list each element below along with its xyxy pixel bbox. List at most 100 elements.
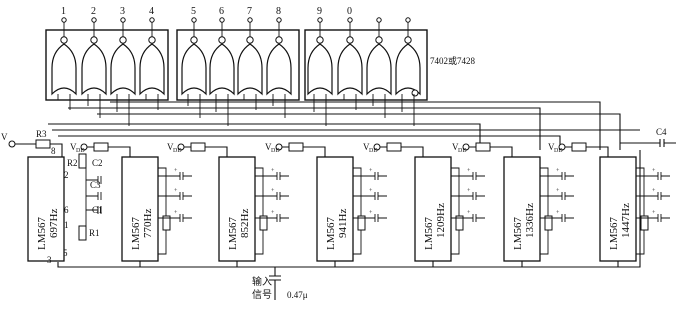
key-label: 4 (149, 6, 154, 17)
polarity-mark: + (652, 210, 656, 216)
input-coupling-cap (269, 267, 281, 300)
chip-name: LM567 (423, 217, 435, 251)
vdd-label: V (363, 142, 370, 152)
bus-4 (97, 113, 621, 150)
output-bubble (246, 36, 254, 44)
pin8-label: 8 (51, 146, 56, 156)
resistor (162, 215, 171, 231)
r1-label: R1 (89, 228, 100, 238)
lm567-body (503, 156, 541, 262)
nor-gate (266, 17, 292, 96)
nor-gate (337, 17, 363, 96)
resistor (190, 142, 206, 152)
key-label: 8 (276, 6, 281, 17)
polarity-mark: + (174, 210, 178, 216)
vdd-terminal-main (8, 140, 16, 148)
nor-gate (51, 17, 77, 96)
vdd-subscript: DD (554, 148, 563, 154)
polarity-mark: + (174, 168, 178, 174)
vdd-label: V (167, 142, 174, 152)
chip-name: LM567 (325, 217, 337, 251)
gate-package-3 (304, 29, 428, 101)
chip-name: LM567 (130, 217, 142, 251)
polarity-mark: + (174, 188, 178, 194)
output-bubble (346, 36, 354, 44)
polarity-mark: + (271, 188, 275, 194)
lm567-body (414, 156, 452, 262)
lm567-body (599, 156, 637, 262)
chip-frequency: 941Hz (337, 209, 349, 238)
chip-frequency: 697Hz (48, 209, 60, 238)
polarity-mark: + (369, 168, 373, 174)
resistor (544, 215, 553, 231)
nor-gate-row (51, 17, 421, 97)
gate-output-drops (57, 94, 415, 126)
key-terminal (219, 17, 225, 23)
resistor (259, 215, 268, 231)
bus-upper (48, 123, 481, 150)
output-bubble (148, 36, 156, 44)
lm567-body (27, 156, 65, 262)
vdd-subscript: DD (76, 148, 85, 154)
output-bubble (275, 36, 283, 44)
pin6-label: 6 (64, 205, 69, 215)
nor-gate (366, 17, 392, 96)
polarity-mark: + (652, 188, 656, 194)
nor-gate (209, 17, 235, 96)
chip-frequency: 1336Hz (524, 203, 536, 238)
key-label: 3 (120, 6, 125, 17)
c4-label: C4 (656, 127, 667, 137)
key-label: 5 (191, 6, 196, 17)
polarity-mark: + (369, 210, 373, 216)
chip-frequency: 1209Hz (435, 203, 447, 238)
key-terminal (317, 17, 323, 23)
output-bubble (60, 36, 68, 44)
nor-gate (395, 17, 421, 96)
vdd-label: V (452, 142, 459, 152)
resistor (93, 142, 109, 152)
pin5-label: 5 (63, 248, 68, 258)
gate-part-label: 7402或7428 (430, 55, 476, 66)
bus-5 (68, 107, 541, 150)
resistor-r2 (78, 153, 87, 169)
nor-gate (181, 17, 207, 96)
vdd-main-label: V (1, 132, 8, 142)
resistor-r1 (78, 225, 87, 241)
vdd-subscript: DD (458, 148, 467, 154)
r2-label: R2 (67, 158, 78, 168)
input-label-2: 信号 (252, 289, 272, 301)
c3-label: C3 (90, 180, 101, 190)
resistor (357, 215, 366, 231)
output-bubble (190, 36, 198, 44)
key-terminal (191, 17, 197, 23)
key-label: 0 (347, 6, 352, 17)
chip-name: LM567 (512, 217, 524, 251)
nor-gate (139, 17, 165, 96)
lm567-body (218, 156, 256, 262)
key-label: 6 (219, 6, 224, 17)
vdd-subscript: DD (173, 148, 182, 154)
nor-gate (110, 17, 136, 96)
key-terminal (347, 17, 353, 23)
gate-package-2 (176, 29, 300, 101)
nor-gate (81, 17, 107, 96)
chip-name: LM567 (36, 217, 48, 251)
nor-gate (237, 17, 263, 96)
resistor (571, 142, 587, 152)
key-terminal (91, 17, 97, 23)
key-terminal (61, 17, 67, 23)
key-label: 2 (91, 6, 96, 17)
lm567-body (121, 156, 159, 262)
output-bubble (90, 36, 98, 44)
capacitor-c4 (620, 139, 676, 147)
polarity-mark: + (556, 168, 560, 174)
input-label: 输入 (252, 275, 272, 288)
